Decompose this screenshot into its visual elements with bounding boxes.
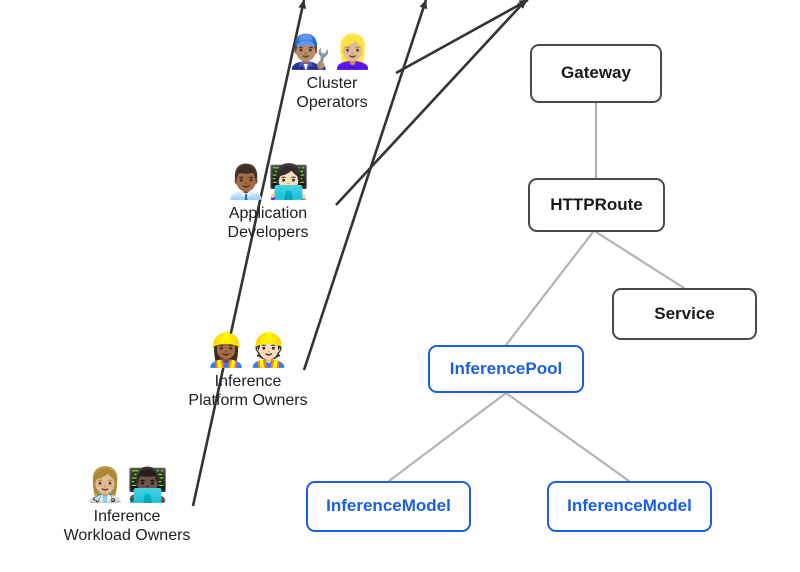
cluster-operators-emoji-pair: 👨🏽‍🔧👱🏼‍♀️ — [289, 32, 375, 71]
node-inferencemodel-1[interactable]: InferenceModel — [306, 481, 471, 532]
node-inferencemodel-2-label: InferenceModel — [567, 496, 692, 516]
node-inferencepool[interactable]: InferencePool — [428, 345, 584, 393]
inference-platform-owners-label: Inference Platform Owners — [188, 373, 308, 409]
edge-httproute-service — [594, 230, 686, 290]
cluster-operators-label: Cluster Operators — [296, 75, 368, 111]
node-inferencemodel-2[interactable]: InferenceModel — [547, 481, 712, 532]
node-service-label: Service — [654, 303, 715, 323]
application-developers-emoji-pair: 👨🏾‍💼👩🏻‍💻 — [225, 162, 311, 201]
node-inferencemodel-1-label: InferenceModel — [326, 496, 451, 516]
node-httproute[interactable]: HTTPRoute — [528, 178, 665, 232]
arrow-cluster-operators-to-gateway — [395, 0, 529, 75]
node-inferencepool-label: InferencePool — [449, 358, 563, 378]
inference-workload-owners-emoji-pair: 👩🏼‍⚕️👨🏿‍💻 — [84, 465, 170, 504]
persona-cluster-operators: 👨🏽‍🔧👱🏼‍♀️ Cluster Operators — [262, 33, 402, 112]
node-gateway-label: Gateway — [561, 63, 631, 83]
application-developers-label: Application Developers — [227, 205, 309, 241]
inference-platform-owners-emoji-pair: 👷🏾‍♀️👷🏻 — [205, 330, 291, 369]
inference-workload-owners-label: Inference Workload Owners — [63, 508, 191, 544]
node-gateway[interactable]: Gateway — [530, 44, 662, 103]
edge-httproute-inferencepool — [504, 230, 595, 347]
persona-inference-workload-owners: 👩🏼‍⚕️👨🏿‍💻 Inference Workload Owners — [44, 466, 210, 545]
persona-inference-platform-owners: 👷🏾‍♀️👷🏻 Inference Platform Owners — [168, 331, 328, 410]
edge-inferencepool-model1 — [387, 391, 508, 483]
persona-application-developers: 👨🏾‍💼👩🏻‍💻 Application Developers — [198, 163, 338, 242]
node-httproute-label: HTTPRoute — [550, 194, 643, 214]
edge-inferencepool-model2 — [504, 391, 631, 483]
node-service[interactable]: Service — [612, 288, 757, 340]
